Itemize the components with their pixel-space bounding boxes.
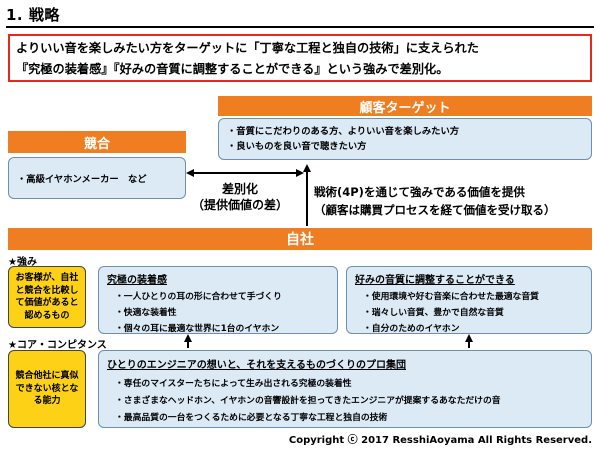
strength-panel-fit: 究極の装着感 ・一人ひとりの耳の形に合わせて手づくり ・快適な装着性 ・個々の耳… (98, 266, 338, 334)
core-competence-label: ★コア・コンピタンス (8, 340, 107, 351)
headline-line-2: 『究極の装着感』『好みの音質に調整することができる』という強みで差別化。 (16, 62, 449, 76)
tactics-line-2: （顧客は購買プロセスを経て価値を受け取る） (314, 203, 556, 217)
strength-title: 究極の装着感 (107, 275, 167, 286)
core-competence-panel: ひとりのエンジニアの想いと、それを支えるものづくりのプロ集団 ・専任のマイスター… (98, 350, 592, 428)
title-divider (6, 26, 594, 28)
differentiation-line-1: 差別化 (221, 182, 258, 196)
copyright-notice: Copyright ⓒ 2017 ResshiAoyama All Rights… (288, 435, 592, 446)
page-title: 1. 戦略 (6, 6, 60, 24)
tactics-line-1: 戦術(4P)を通じて強みである価値を提供 (314, 185, 525, 199)
strengths-label: ★強み (8, 257, 37, 268)
headline-box: よりいい音を楽しみたい方をターゲットに「丁寧な工程と独自の技術」に支えられた 『… (8, 34, 592, 82)
company-header: 自社 (8, 228, 592, 250)
strength-item: ・個々の耳に最適な世界に1台のイヤホン (115, 324, 280, 334)
target-item: ・音質にこだわりのある方、よりいい音を楽しみたい方 (227, 126, 460, 137)
strength-panel-sound: 好みの音質に調整することができる ・使用環境や好む音楽に合わせた最適な音質 ・瑞… (346, 266, 592, 334)
strength-item: ・瑞々しい音質、豊かで自然な音質 (363, 308, 504, 318)
target-item: ・良いものを良い音で聴きたい方 (227, 141, 367, 152)
strengths-definition-box: お客様が、自社と競合を比較して価値があると認めるもの (8, 266, 86, 328)
core-item: ・最高品質の一台をつくるために必要となる丁寧な工程と独自の技術 (115, 413, 388, 423)
core-item: ・さまざまなヘッドホン、イヤホンの音響設計を担ってきたエンジニアが提案するあなた… (115, 396, 501, 406)
tactics-label: 戦術(4P)を通じて強みである価値を提供 （顧客は購買プロセスを経て価値を受け取… (314, 183, 598, 219)
strength-item: ・使用環境や好む音楽に合わせた最適な音質 (363, 292, 539, 302)
competition-header: 競合 (8, 131, 186, 153)
headline-line-1: よりいい音を楽しみたい方をターゲットに「丁寧な工程と独自の技術」に支えられた (16, 41, 479, 55)
competition-panel: ・高級イヤホンメーカー など (8, 157, 186, 199)
differentiation-line-2: （提供価値の差） (191, 198, 288, 212)
competition-item: ・高級イヤホンメーカー など (17, 174, 147, 185)
target-header: 顧客ターゲット (218, 96, 592, 116)
core-title: ひとりのエンジニアの想いと、それを支えるものづくりのプロ集団 (107, 360, 406, 371)
strength-item: ・快適な装着性 (115, 308, 177, 318)
core-item: ・専任のマイスターたちによって生み出される究極の装着性 (115, 379, 352, 389)
target-panel: ・音質にこだわりのある方、よりいい音を楽しみたい方 ・良いものを良い音で聴きたい… (218, 118, 592, 160)
strength-item: ・一人ひとりの耳の形に合わせて手づくり (115, 292, 282, 302)
differentiation-label: 差別化 （提供価値の差） (182, 181, 298, 213)
core-definition-box: 競合他社に真似できない核となる能力 (8, 350, 86, 428)
strength-title: 好みの音質に調整することができる (355, 275, 515, 286)
strength-item: ・自分のためのイヤホン (363, 324, 460, 334)
